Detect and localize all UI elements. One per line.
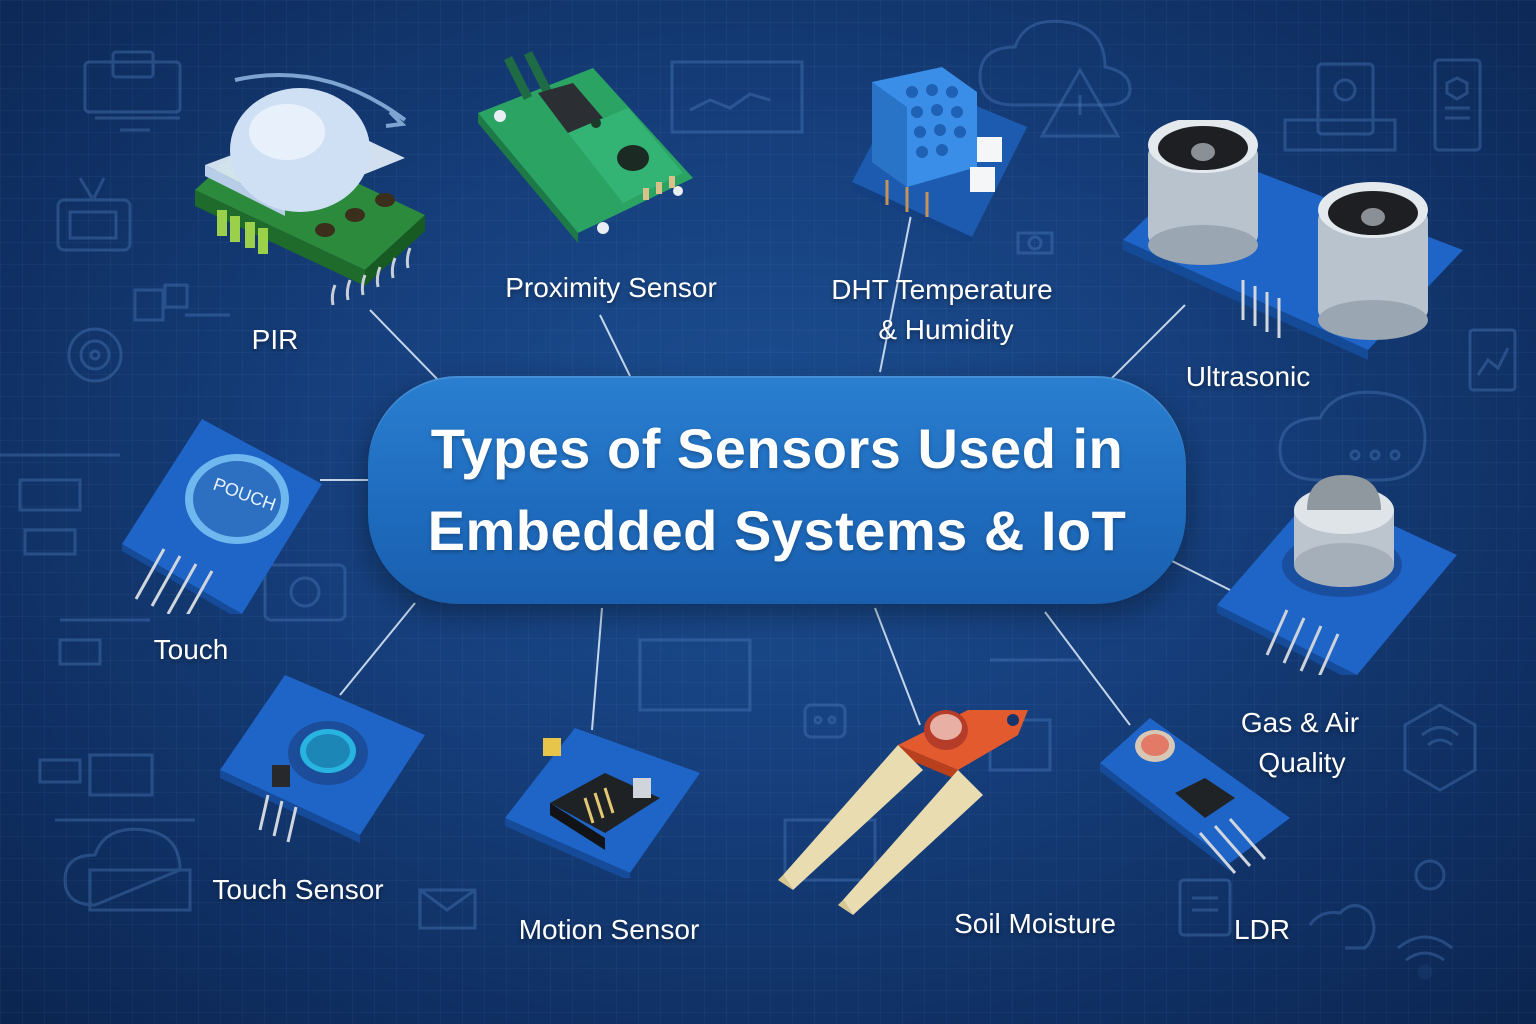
connector-touch-sensor bbox=[339, 602, 416, 696]
cloud-device-icon bbox=[63, 827, 192, 912]
chat-cloud-icon bbox=[1278, 390, 1427, 482]
label-ldr: LDR bbox=[1233, 914, 1291, 945]
circuit-block-icon bbox=[133, 283, 230, 322]
dht-sensor-icon bbox=[852, 67, 1027, 242]
label-motion: Motion Sensor bbox=[518, 914, 700, 945]
connector-dht bbox=[879, 209, 913, 373]
capacitive-touch-module-icon bbox=[220, 675, 425, 843]
label-dht-line1: DHT Temperature bbox=[831, 274, 1053, 305]
tv-icon bbox=[56, 177, 132, 252]
label-gas-line1: Gas & Air bbox=[1240, 707, 1360, 738]
ultrasonic-sensor-icon bbox=[1123, 120, 1463, 360]
label-ultrasonic: Ultrasonic bbox=[1185, 361, 1311, 392]
chart-panel-icon bbox=[1468, 328, 1517, 392]
label-touch: Touch bbox=[153, 634, 229, 665]
connector-gas bbox=[1169, 559, 1231, 591]
ldr-module-icon bbox=[1100, 718, 1290, 874]
label-pir: PIR bbox=[251, 324, 299, 355]
label-touch-sensor: Touch Sensor bbox=[212, 874, 384, 905]
label-gas-line2: Quality bbox=[1258, 747, 1346, 778]
presentation-chart-icon bbox=[670, 60, 804, 134]
title-line-1: Types of Sensors Used in bbox=[430, 417, 1124, 480]
label-proximity: Proximity Sensor bbox=[505, 272, 717, 303]
connector-ldr bbox=[1044, 611, 1131, 726]
connector-pir bbox=[369, 309, 441, 383]
title-line-2: Embedded Systems & IoT bbox=[427, 499, 1127, 562]
document-search-icon bbox=[1283, 62, 1397, 152]
schematic-lines-left bbox=[0, 453, 195, 822]
warning-triangle-icon bbox=[1039, 66, 1121, 138]
motion-sensor-module-icon bbox=[505, 728, 700, 878]
notepad-icon bbox=[1178, 878, 1232, 937]
photo-icon bbox=[1016, 231, 1054, 255]
connector-soil bbox=[874, 607, 921, 726]
center-title-pill: Types of Sensors Used in Embedded System… bbox=[368, 376, 1186, 604]
soil-moisture-probe-icon bbox=[778, 710, 1028, 915]
connector-proximity bbox=[599, 314, 631, 377]
gas-sensor-icon bbox=[1217, 475, 1457, 675]
target-icon bbox=[67, 327, 123, 383]
phone-shield-icon bbox=[1433, 58, 1482, 152]
connector-motion bbox=[591, 607, 603, 731]
robot-icon bbox=[803, 703, 847, 739]
monitor-schematic-icon bbox=[83, 50, 182, 132]
wifi-icon bbox=[1397, 935, 1453, 980]
label-dht-line2: & Humidity bbox=[878, 314, 1014, 345]
connector-ultrasonic bbox=[1109, 304, 1186, 381]
label-soil: Soil Moisture bbox=[954, 908, 1116, 939]
mask-shield-icon bbox=[1403, 703, 1477, 792]
mail-icon bbox=[418, 888, 477, 930]
camera-icon bbox=[263, 563, 347, 622]
touch-button-module-icon: POUCH bbox=[122, 419, 322, 614]
pir-dome-sensor-icon bbox=[195, 73, 425, 306]
weather-cloud-sun-icon bbox=[1308, 859, 1446, 950]
proximity-sensor-module-icon bbox=[478, 50, 693, 243]
cloud-wifi-icon bbox=[978, 19, 1132, 107]
